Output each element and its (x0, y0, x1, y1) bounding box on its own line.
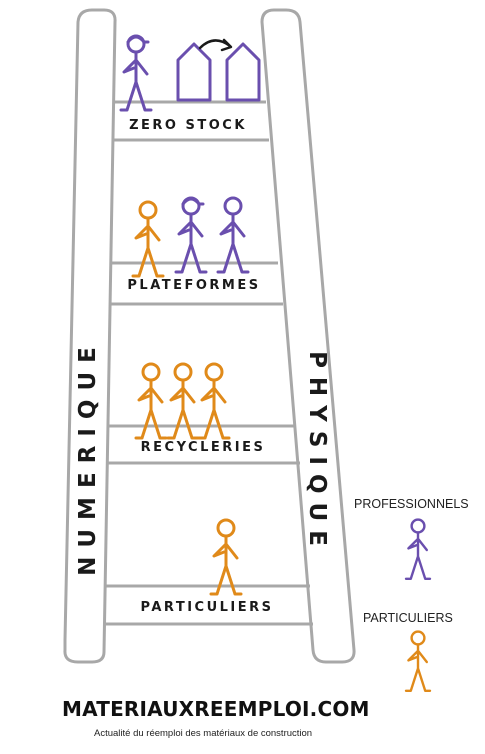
rung-label-recycleries: RECYCLERIES (137, 440, 269, 455)
rail-label-numerique: NUMERIQUE (75, 338, 101, 576)
particulier-figure (131, 200, 165, 278)
right-rail (260, 8, 356, 664)
rung-label-plateformes: PLATEFORMES (124, 278, 264, 293)
site-name: MATERIAUXREEMPLOI.COM (62, 697, 370, 721)
rail-label-physique: PHYSIQUE (304, 351, 330, 555)
arrow-icon (198, 38, 233, 52)
professional-figure (119, 34, 153, 112)
rung-label-particuliers: PARTICULIERS (137, 600, 277, 615)
left-rail (63, 8, 117, 664)
site-tagline: Actualité du réemploi des matériaux de c… (94, 728, 313, 739)
legend-particuliers-label: PARTICULIERS (363, 611, 453, 625)
legend-professionnels-label: PROFESSIONNELS (354, 497, 469, 511)
professional-figure (216, 196, 250, 274)
rung-label-zero-stock: ZERO STOCK (126, 118, 250, 133)
house-icon (176, 42, 261, 102)
professional-figure (174, 196, 208, 274)
legend-particuliers-figure (404, 630, 432, 692)
ladder-rungs (105, 100, 313, 626)
particulier-figure (209, 518, 243, 596)
legend-professionnels-figure (404, 518, 432, 580)
